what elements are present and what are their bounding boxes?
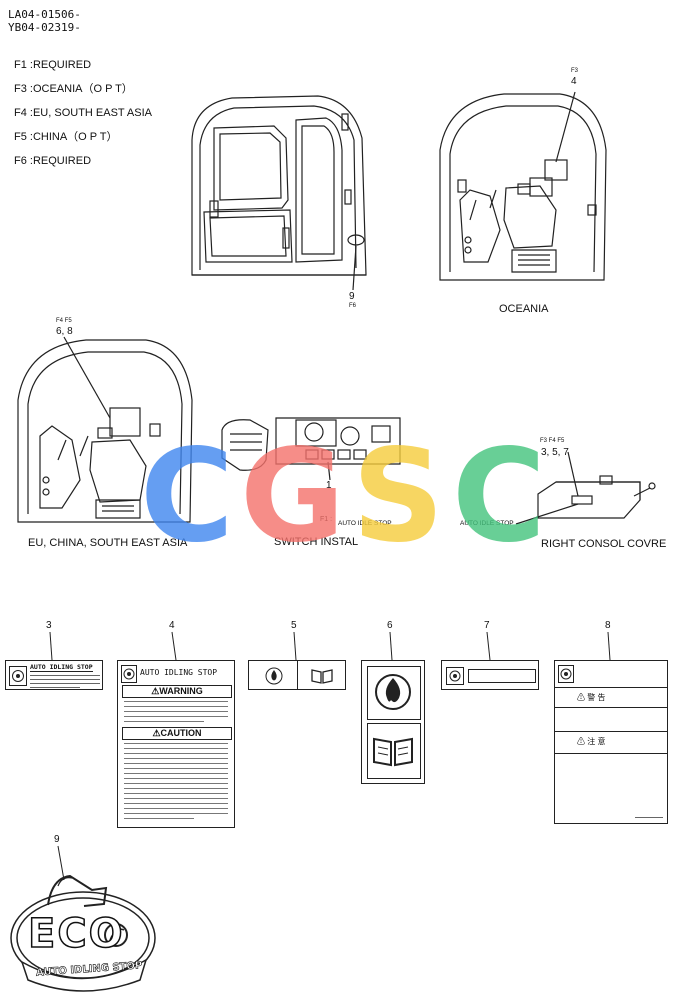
decal-8-warning-row: ⚠ 警 告 xyxy=(577,693,606,702)
watermark-letter-g: G xyxy=(240,422,346,571)
decal-part-number-4: 4 xyxy=(169,620,175,631)
watermark-letter-c1: C xyxy=(140,422,234,571)
watermark-letter-s: S xyxy=(352,422,445,571)
legend-item-f4: F4 :EU, SOUTH EAST ASIA xyxy=(14,107,152,119)
engine-idle-icon xyxy=(446,667,464,685)
decal-part-number-5: 5 xyxy=(291,620,297,631)
drawing-number-line1: LA04-01506- xyxy=(8,8,81,21)
decal-7 xyxy=(441,660,539,690)
part-number-3-5-7-top: 3, 5, 7 xyxy=(541,447,569,458)
decal-part-number-8: 8 xyxy=(605,620,611,631)
caption-right-consol-covre: RIGHT CONSOL COVRE xyxy=(541,538,667,550)
engine-flame-icon xyxy=(375,674,411,710)
decal-3: AUTO IDLING STOP xyxy=(5,660,103,690)
engine-idle-icon xyxy=(558,665,574,683)
option-code-f4-f5: F4 F5 xyxy=(56,318,72,324)
legend-item-f5: F5 :CHINA（O P T） xyxy=(14,131,118,143)
caption-eu-china-sea: EU, CHINA, SOUTH EAST ASIA xyxy=(28,537,188,549)
decal-5 xyxy=(248,660,346,690)
legend: F1 :REQUIRED F3 :OCEANIA（O P T） F4 :EU, … xyxy=(14,58,152,178)
decal-8-caution-row: ⚠ 注 意 xyxy=(577,737,606,746)
decal-4: AUTO IDLING STOP ⚠WARNING ⚠CAUTION xyxy=(117,660,235,828)
eco-logo-text: ECO xyxy=(27,910,125,958)
part-number-4-top: 4 xyxy=(571,76,577,87)
decal-part-number-9: 9 xyxy=(54,834,60,845)
part-number-9-top: 9 xyxy=(349,291,355,302)
decal-8: ⚠ 警 告 ⚠ 注 意 xyxy=(554,660,668,824)
engine-idle-icon xyxy=(9,666,27,686)
legend-item-f6: F6 :REQUIRED xyxy=(14,155,92,167)
manual-book-icon xyxy=(311,669,333,684)
switch-auto-idle-stop-label: AUTO IDLE STOP xyxy=(338,520,392,527)
drawing-number: LA04-01506- YB04-02319- xyxy=(8,8,81,34)
decal-3-title: AUTO IDLING STOP xyxy=(30,663,93,672)
part-number-1-top: 1 xyxy=(326,480,332,491)
legend-item-f3: F3 :OCEANIA（O P T） xyxy=(14,83,133,95)
decal-4-title: AUTO IDLING STOP xyxy=(140,668,218,677)
option-code-f3: F3 xyxy=(571,68,579,74)
engine-idle-icon xyxy=(121,665,137,683)
drawing-number-line2: YB04-02319- xyxy=(8,21,81,34)
decal-6 xyxy=(361,660,425,784)
decal-part-number-7: 7 xyxy=(484,620,490,631)
decal-4-caution-header: ⚠CAUTION xyxy=(122,727,232,740)
legend-item-f1: F1 :REQUIRED xyxy=(14,59,92,71)
decal-4-warning-header: ⚠WARNING xyxy=(122,685,232,698)
caption-switch-instal: SWITCH INSTAL xyxy=(274,536,359,548)
decal-part-number-6: 6 xyxy=(387,620,393,631)
option-code-f3-f4-f5: F3 F4 F5 xyxy=(540,438,565,444)
part-number-6-8-top: 6, 8 xyxy=(56,326,73,337)
decal-part-number-3: 3 xyxy=(46,620,52,631)
engine-flame-icon xyxy=(265,667,283,685)
caption-oceania: OCEANIA xyxy=(499,303,549,315)
watermark-letter-c2: C xyxy=(452,422,546,571)
option-code-f1: F1 : xyxy=(320,516,333,523)
manual-book-icon xyxy=(373,737,413,767)
option-code-f6: F6 xyxy=(349,303,357,309)
console-auto-idle-stop-label: AUTO IDLE STOP xyxy=(460,520,514,527)
